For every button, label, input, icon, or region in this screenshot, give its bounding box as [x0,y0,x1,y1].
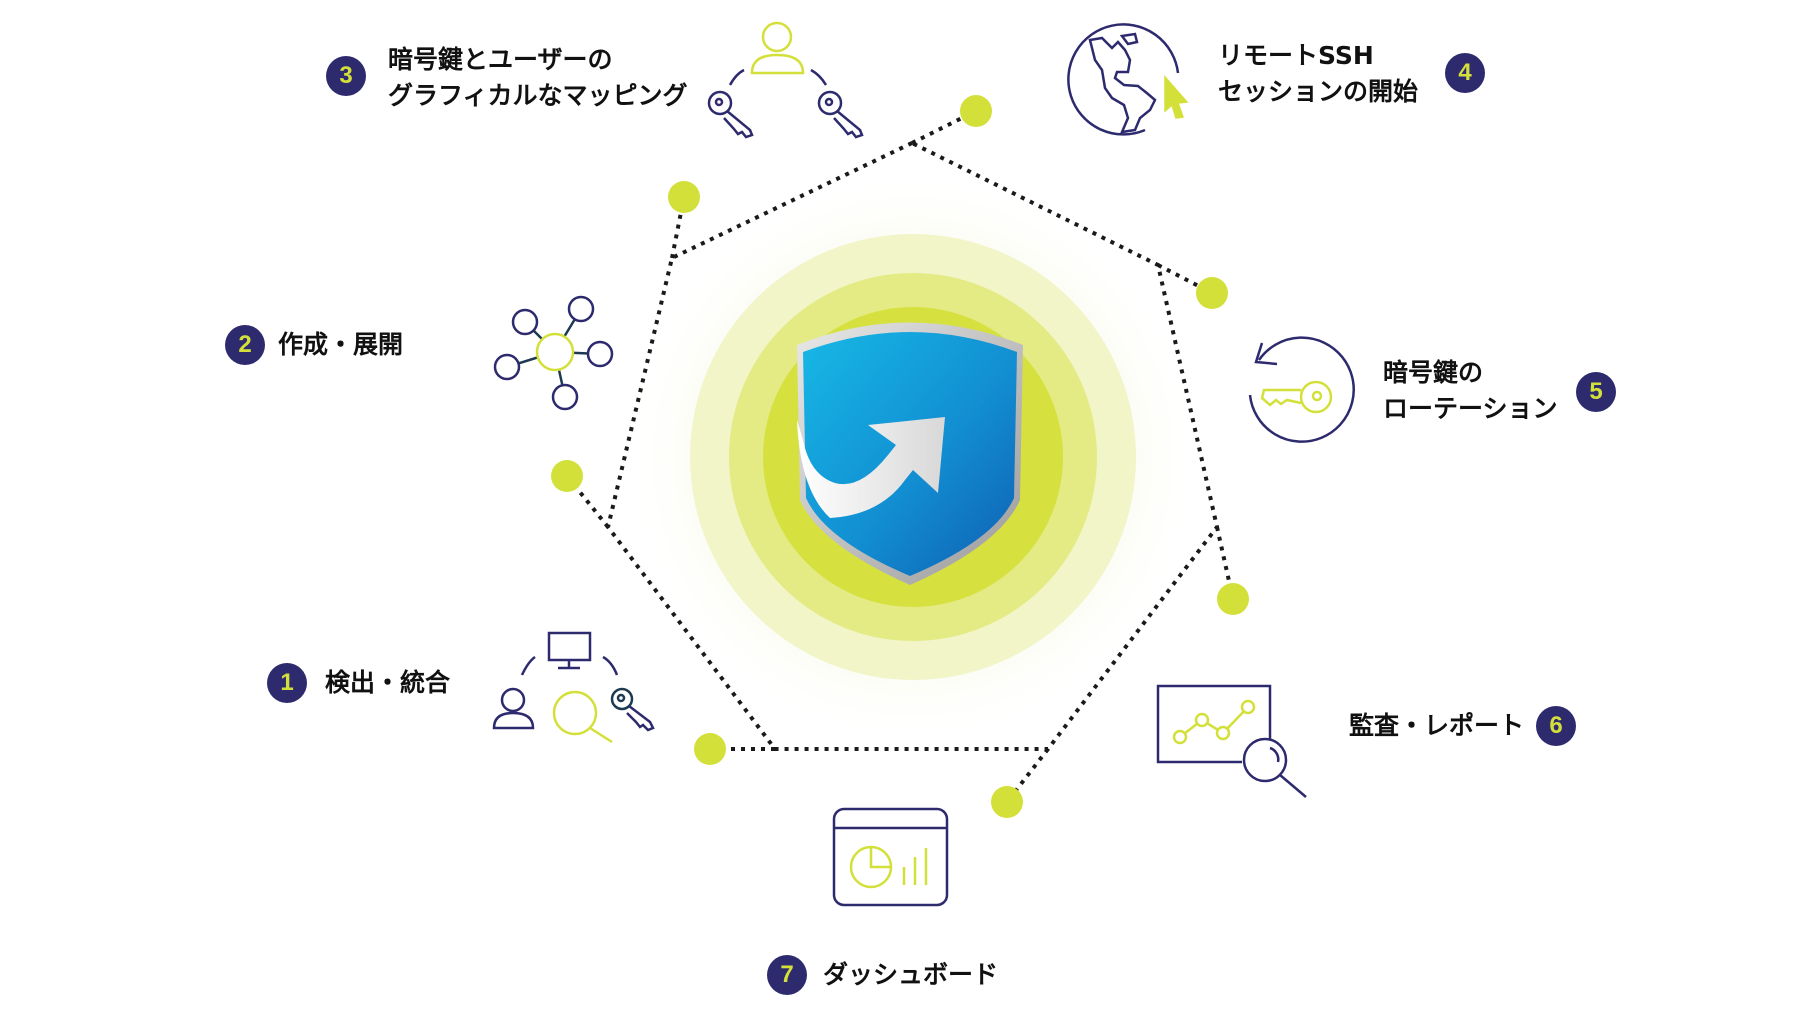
connector-7 [1005,747,1050,804]
step-3-label-line-1: 暗号鍵とユーザーの [388,45,613,74]
step-6-badge: 6 [1536,706,1576,746]
connector-1-left [565,474,610,529]
user-key-mapping-icon [707,21,864,139]
globe-cursor-icon [1067,23,1189,136]
dashboard-icon [832,807,949,907]
step-3-label-line-2: グラフィカルなマッピング [388,81,688,110]
node-dot [960,95,992,127]
node-dot [991,786,1023,818]
step-2-label-line-1: 作成・展開 [278,330,404,359]
step-1-badge: 1 [267,663,307,703]
step-1-label-line-1: 検出・統合 [325,668,451,697]
step-5-badge: 5 [1576,372,1616,412]
step-5-label-line-2: ローテーション [1383,394,1558,423]
step-6-label: 監査・レポート [1349,708,1524,744]
step-3-label: 暗号鍵とユーザーの グラフィカルなマッピング [388,42,688,114]
step-6-label-line-1: 監査・レポート [1349,711,1525,740]
report-magnifier-icon [1156,684,1307,798]
node-dots [551,95,1249,818]
node-dot [668,181,700,213]
step-7-label: ダッシュボード [823,957,998,993]
step-4-badge: 4 [1445,53,1485,93]
node-dot [1217,583,1249,615]
step-2-badge: 2 [225,325,265,365]
connector-3 [911,109,977,145]
step-7-badge: 7 [767,955,807,995]
network-hub-icon [493,295,614,411]
shield-arrow-icon [797,322,1023,585]
step-5-label: 暗号鍵の ローテーション [1383,355,1558,427]
step-1-label: 検出・統合 [325,665,450,701]
step-7-label-line-1: ダッシュボード [823,960,999,989]
heptagon-path [605,141,1220,751]
step-4-label-line-1: リモートSSH [1218,41,1374,70]
step-4-label: リモートSSH セッションの開始 [1218,38,1418,110]
step-4-label-line-2: セッションの開始 [1218,77,1419,106]
step-2-label: 作成・展開 [278,327,403,363]
step-5-label-line-1: 暗号鍵の [1383,358,1484,387]
node-dot [1196,277,1228,309]
discovery-icon [492,631,655,744]
node-dot [551,460,583,492]
step-3-badge: 3 [326,56,366,96]
node-dot [694,733,726,765]
key-rotation-icon [1248,336,1355,443]
